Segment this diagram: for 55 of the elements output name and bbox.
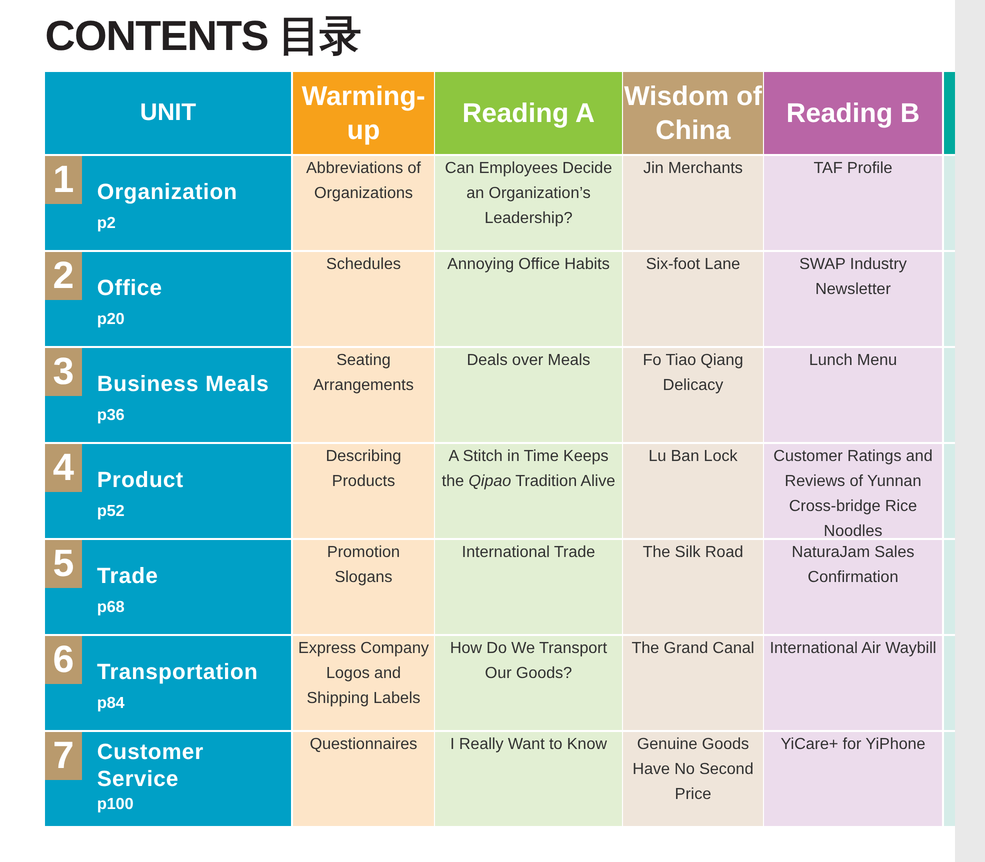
table-cell: Express Company Logos and Shipping Labels (293, 636, 434, 730)
table-cell: Six-foot Lane (623, 252, 763, 346)
unit-number: 7 (45, 732, 82, 780)
unit-title: Transportation (97, 658, 260, 685)
page-title: CONTENTS 目录 (45, 11, 361, 61)
table-cell: Lu Ban Lock (623, 444, 763, 538)
table-cell: The Silk Road (623, 540, 763, 634)
table-cell: Promotion Slogans (293, 540, 434, 634)
column-header: UNIT (45, 72, 291, 154)
page-number: p2 (97, 215, 116, 233)
table-cell: SWAP Industry Newsletter (764, 252, 942, 346)
page-number: p84 (97, 695, 125, 713)
column-header: Reading B (764, 72, 942, 154)
table-cell: International Air Waybill (764, 636, 942, 730)
unit-number: 4 (45, 444, 82, 492)
unit-number: 3 (45, 348, 82, 396)
table-cell: Questionnaires (293, 732, 434, 826)
table-cell: Jin Merchants (623, 156, 763, 250)
unit-title: Business Meals (97, 370, 270, 397)
table-cell: International Trade (435, 540, 622, 634)
unit-number: 2 (45, 252, 82, 300)
table-cell: TAF Profile (764, 156, 942, 250)
unit-title: Organization (97, 178, 238, 205)
table-cell: Schedules (293, 252, 434, 346)
page-number: p52 (97, 503, 125, 521)
table-cell: Deals over Meals (435, 348, 622, 442)
unit-number: 5 (45, 540, 82, 588)
table-cell: Abbreviations of Organizations (293, 156, 434, 250)
column-header: Reading A (435, 72, 622, 154)
table-cell: Can Employees Decide an Organization’s Leadership? (435, 156, 622, 250)
column-header: Wisdom of China (623, 72, 763, 154)
table-cell: Annoying Office Habits (435, 252, 622, 346)
table-cell: Customer Ratings and Reviews of Yunnan Cross-bridge Rice Noodles (764, 444, 942, 538)
unit-title: Trade (97, 562, 160, 589)
unit-title: Customer Service (97, 738, 205, 792)
table-cell: NaturaJam Sales Confirmation (764, 540, 942, 634)
unit-number: 1 (45, 156, 82, 204)
unit-number: 6 (45, 636, 82, 684)
table-cell: Genuine Goods Have No Second Price (623, 732, 763, 826)
page-number: p20 (97, 311, 125, 329)
column-header: Warming-up (293, 72, 434, 154)
page-number: p36 (97, 407, 125, 425)
table-cell: Describing Products (293, 444, 434, 538)
table-cell: Seating Arrangements (293, 348, 434, 442)
table-cell: The Grand Canal (623, 636, 763, 730)
table-cell: How Do We Transport Our Goods? (435, 636, 622, 730)
unit-title: Office (97, 274, 164, 301)
table-cell: Fo Tiao Qiang Delicacy (623, 348, 763, 442)
unit-title: Product (97, 466, 185, 493)
table-cell: I Really Want to Know (435, 732, 622, 826)
table-cell: A Stitch in Time Keeps the Qipao Tradition Alive (435, 444, 622, 538)
page-number: p100 (97, 796, 134, 814)
page-number: p68 (97, 599, 125, 617)
table-cell: Lunch Menu (764, 348, 942, 442)
table-cell: YiCare+ for YiPhone (764, 732, 942, 826)
